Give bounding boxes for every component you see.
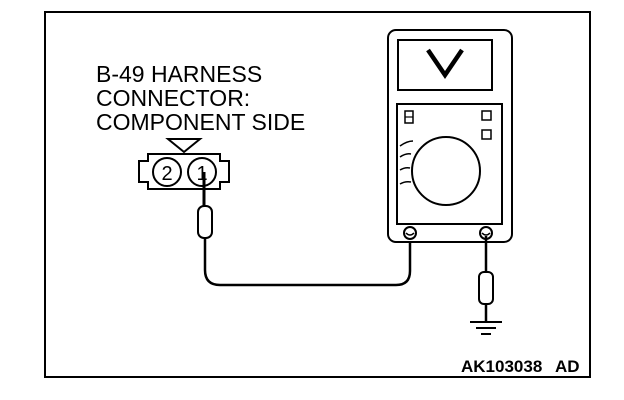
connector-label-line-1: B-49 HARNESS	[96, 61, 262, 87]
pin-number-2: 2	[161, 163, 172, 185]
figure-code: AK103038	[461, 357, 542, 376]
figure-suffix: AD	[555, 357, 580, 376]
connector-pin-2	[152, 157, 182, 187]
terminal-volt-socket	[481, 232, 491, 236]
b49-connector: 2 1	[138, 138, 230, 190]
pin-number-1: 1	[196, 163, 207, 185]
test-lead-wire	[203, 236, 412, 287]
meter-display	[397, 39, 493, 91]
ground-lead	[470, 236, 502, 335]
connector-label-line-3: COMPONENT SIDE	[96, 109, 305, 135]
ground-probe-handle	[478, 271, 494, 305]
meter-terminal-com	[403, 226, 417, 240]
dial-range-mark-4	[399, 181, 412, 185]
dial-range-mark-1	[399, 140, 414, 147]
voltmeter	[387, 29, 513, 243]
figure-frame	[44, 11, 591, 378]
mode-button-top	[481, 110, 492, 121]
connector-lock-triangle	[165, 138, 203, 154]
connector-label-line-2: CONNECTOR:	[96, 85, 250, 111]
rotary-selector-dial	[411, 136, 481, 206]
connector-pin-1	[187, 157, 217, 187]
terminal-com-socket	[405, 232, 415, 236]
volt-symbol-icon	[426, 48, 464, 80]
dial-range-mark-2	[399, 153, 412, 158]
mode-button-bottom	[481, 129, 492, 140]
dial-range-mark-3	[399, 167, 411, 171]
probe-handle	[197, 205, 213, 239]
